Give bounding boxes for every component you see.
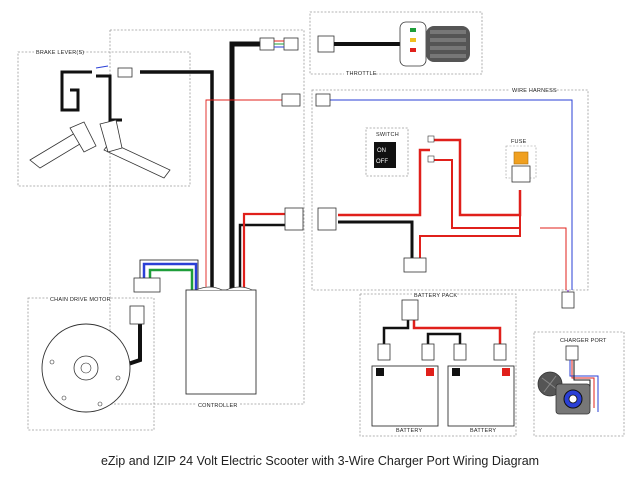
- wire-harness-label: WIRE HARNESS: [512, 88, 557, 94]
- charger-blue-wire: [330, 99, 573, 290]
- battery-lead-connector: [403, 257, 427, 273]
- harness-connector-power-mate: [317, 207, 337, 231]
- battery-right-label: BATTERY: [470, 428, 496, 434]
- battery-pack-box: [359, 293, 517, 437]
- harness-black-wire: [238, 223, 285, 290]
- throttle-connector: [259, 35, 400, 53]
- switch-on-label: ON: [377, 148, 386, 154]
- brake-levers: [29, 65, 171, 179]
- battery-left-label: BATTERY: [396, 428, 422, 434]
- charger-port-label: CHARGER PORT: [560, 338, 607, 344]
- fuse: [505, 145, 537, 183]
- wire-harness-box: [311, 89, 589, 291]
- harness-signal-red-wire: [205, 99, 282, 290]
- harness-connector-power: [284, 207, 304, 231]
- harness-connector-signal: [281, 93, 301, 107]
- charger-red-wire: [540, 227, 567, 290]
- brake-lever-label: BRAKE LEVER(S): [36, 50, 84, 56]
- harness-black-to-battery: [338, 220, 414, 258]
- controller-unit: [185, 286, 257, 395]
- battery-pack: [377, 299, 507, 361]
- throttle-label: THROTTLE: [346, 71, 377, 77]
- diagram-caption: eZip and IZIP 24 Volt Electric Scooter w…: [100, 454, 540, 468]
- switch-box: [365, 127, 409, 177]
- charger-port-box: [533, 331, 625, 437]
- throttle-grip: [399, 21, 470, 67]
- brake-lever-box: [17, 51, 191, 187]
- charger-port: [537, 291, 599, 415]
- chain-drive-motor: [41, 277, 161, 413]
- battery-red-wire-right: [412, 320, 502, 344]
- controller-label: CONTROLLER: [198, 403, 238, 409]
- fuse-to-battery-red: [419, 190, 521, 258]
- switch-off-label: OFF: [376, 159, 388, 165]
- battery-right: BATTERY: [447, 365, 515, 434]
- harness-connector-signal-mate: [315, 93, 331, 107]
- harness-red-wire: [242, 212, 285, 290]
- chain-drive-motor-label: CHAIN DRIVE MOTOR: [50, 297, 111, 303]
- switch-red-wire: [338, 148, 430, 217]
- battery-link-wire: [426, 332, 462, 344]
- brake-black-wire: [140, 70, 214, 290]
- throttle-box: [309, 11, 483, 75]
- motor-thin-wire: [139, 259, 199, 290]
- fuse-red-wire: [432, 138, 522, 217]
- fuse-red-wire-2: [432, 159, 521, 229]
- battery-black-wire-left: [382, 320, 410, 344]
- battery-pack-label: BATTERY PACK: [414, 293, 457, 299]
- switch-label: SWITCH: [376, 132, 399, 138]
- fuse-label: FUSE: [511, 139, 527, 145]
- power-switch: ON OFF: [374, 135, 435, 168]
- motor-green-wire: [148, 268, 194, 290]
- battery-left: BATTERY: [371, 365, 439, 434]
- motor-blue-wire: [142, 262, 198, 290]
- controller-black-wire: [229, 41, 260, 290]
